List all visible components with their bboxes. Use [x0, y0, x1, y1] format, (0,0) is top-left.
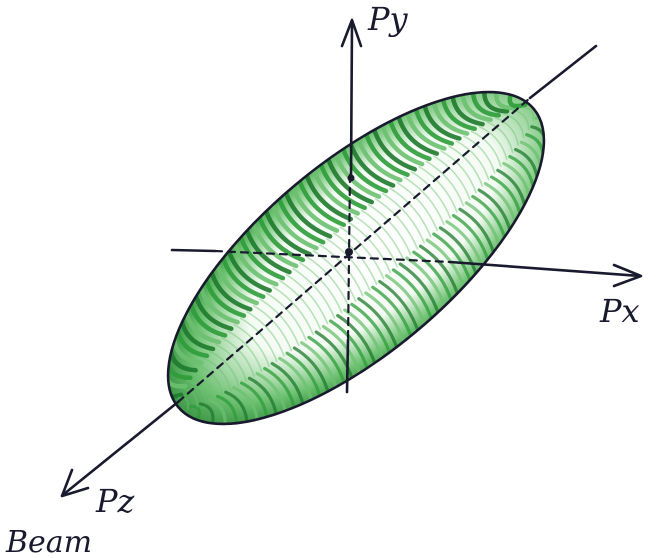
origin-point [345, 248, 353, 256]
py-axis-bottom [347, 340, 348, 392]
py-label: Py [367, 0, 409, 38]
py-axis [351, 22, 352, 178]
beam-label: Beam [5, 525, 92, 558]
pz-label: Pz [95, 482, 136, 520]
px-axis-back [172, 250, 215, 251]
px-label: Px [599, 292, 640, 330]
pz-axis [64, 402, 178, 494]
pz-axis-back [530, 46, 596, 98]
